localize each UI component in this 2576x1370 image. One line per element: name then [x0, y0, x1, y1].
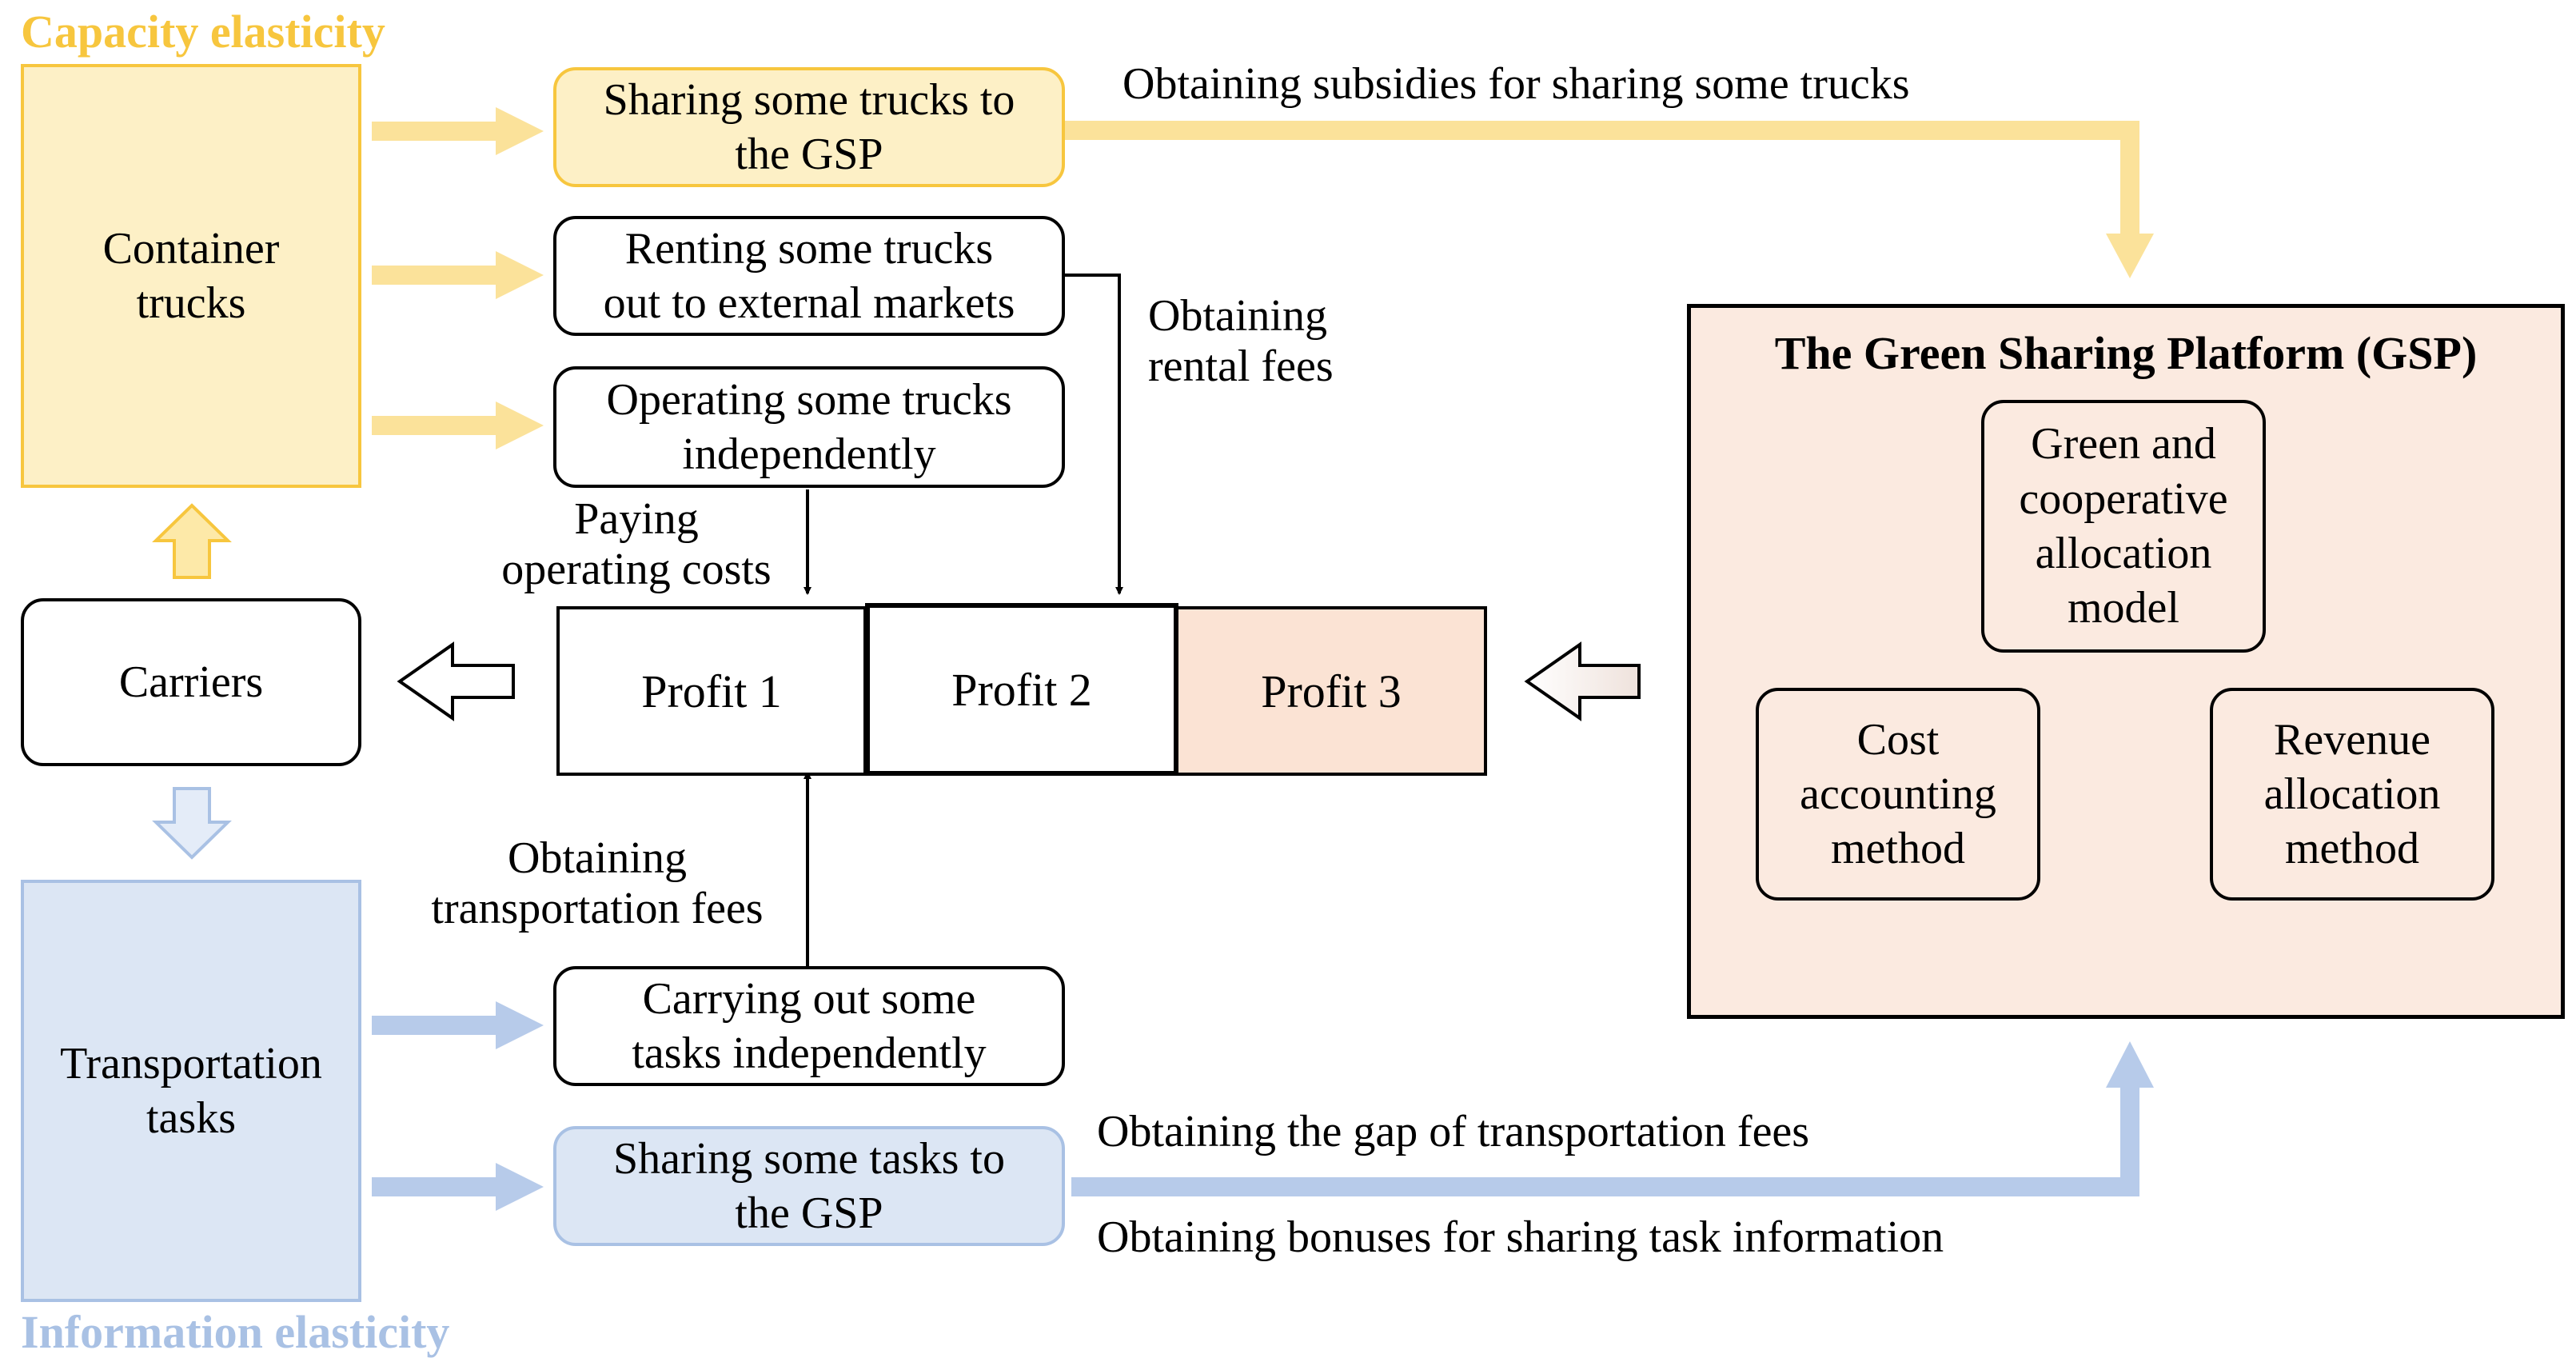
hollow-arrow-to-carriers	[397, 641, 515, 721]
gsp-title: The Green Sharing Platform (GSP)	[1774, 327, 2478, 379]
cost-accounting-box: Cost accounting method	[1756, 688, 2040, 901]
transportation-tasks-box: Transportation tasks	[21, 880, 361, 1302]
gap-fees-label: Obtaining the gap of transportation fees	[1097, 1107, 1810, 1156]
sharing-trucks-box: Sharing some trucks to the GSP	[553, 67, 1065, 187]
blue-arrow-to-carrying	[372, 1001, 544, 1049]
allocation-model-box: Green and cooperative allocation model	[1981, 400, 2266, 653]
carriers-box: Carriers	[21, 598, 361, 766]
transport-fees-label: Obtaining transportation fees	[431, 833, 764, 933]
revenue-allocation-box: Revenue allocation method	[2210, 688, 2494, 901]
profit-1-cell: Profit 1	[556, 606, 867, 776]
bonuses-label: Obtaining bonuses for sharing task infor…	[1097, 1212, 1944, 1262]
subsidies-label: Obtaining subsidies for sharing some tru…	[1123, 59, 1910, 109]
rental-fees-label: Obtaining rental fees	[1148, 291, 1334, 391]
yellow-arrow-to-operating	[372, 401, 544, 449]
profit-3-cell: Profit 3	[1175, 606, 1487, 776]
profit-2-cell: Profit 2	[865, 603, 1178, 776]
yellow-arrow-to-sharing	[372, 107, 544, 155]
capacity-elasticity-header: Capacity elasticity	[21, 6, 385, 58]
hollow-arrow-to-profit3	[1524, 641, 1641, 721]
yellow-up-arrow	[152, 503, 232, 579]
operating-costs-label: Paying operating costs	[501, 494, 772, 594]
yellow-path-to-gsp	[1063, 121, 2154, 278]
blue-down-arrow	[152, 787, 232, 860]
sharing-tasks-box: Sharing some tasks to the GSP	[553, 1126, 1065, 1246]
rental-fees-connector	[1063, 274, 1123, 595]
container-trucks-box: Container trucks	[21, 64, 361, 488]
renting-trucks-box: Renting some trucks out to external mark…	[553, 216, 1065, 336]
blue-path-to-gsp	[1071, 1041, 2154, 1196]
operating-trucks-box: Operating some trucks independently	[553, 366, 1065, 488]
blue-arrow-to-sharing-tasks	[372, 1163, 544, 1211]
yellow-arrow-to-renting	[372, 251, 544, 299]
carrying-tasks-box: Carrying out some tasks independently	[553, 966, 1065, 1086]
information-elasticity-header: Information elasticity	[21, 1306, 450, 1358]
